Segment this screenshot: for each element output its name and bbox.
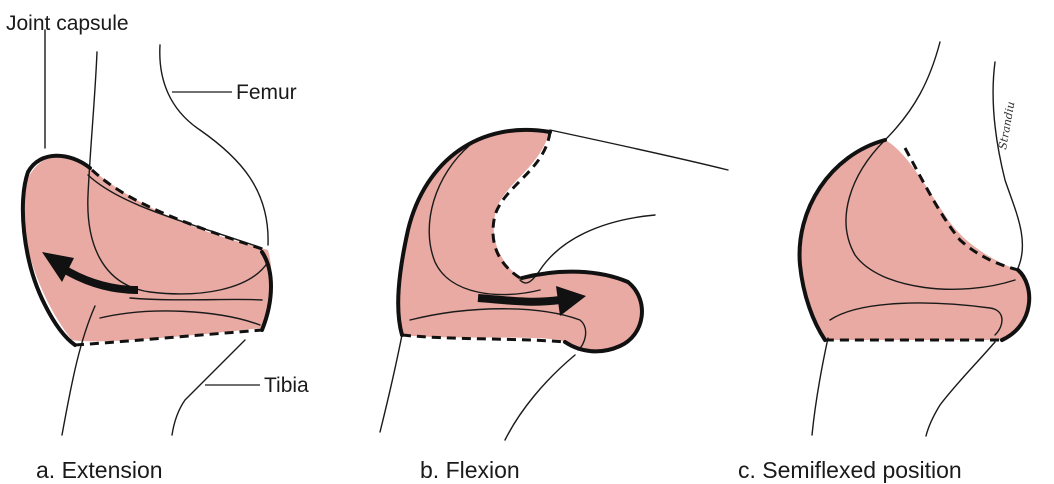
flexion-tibia-front (380, 335, 402, 432)
panel-semiflexed (800, 42, 1030, 436)
joint-capsule-label: Joint capsule (6, 12, 129, 35)
extension-tibia-back (172, 340, 245, 435)
semiflexed-femur-back (993, 62, 1022, 268)
caption-extension: a. Extension (36, 457, 163, 483)
flexion-arrow-shaft (478, 298, 560, 302)
flexion-capsule-fill (397, 129, 642, 351)
caption-semiflexed: c. Semiflexed position (738, 457, 962, 483)
tibia-label: Tibia (264, 374, 309, 397)
panel-extension (22, 30, 272, 435)
semiflexed-femur-front (885, 42, 940, 140)
semiflexed-tibia-back (926, 342, 995, 436)
caption-flexion: b. Flexion (420, 457, 520, 483)
extension-femur-shaft-back (160, 45, 268, 245)
artist-signature: Strandiu (996, 100, 1017, 150)
flexion-tibia-back (505, 355, 575, 440)
semiflexed-tibia-front (812, 338, 828, 435)
flexion-femur-upper (550, 130, 728, 170)
panel-flexion (380, 129, 728, 440)
femur-label: Femur (236, 81, 297, 104)
extension-capsule-fill (22, 156, 272, 341)
